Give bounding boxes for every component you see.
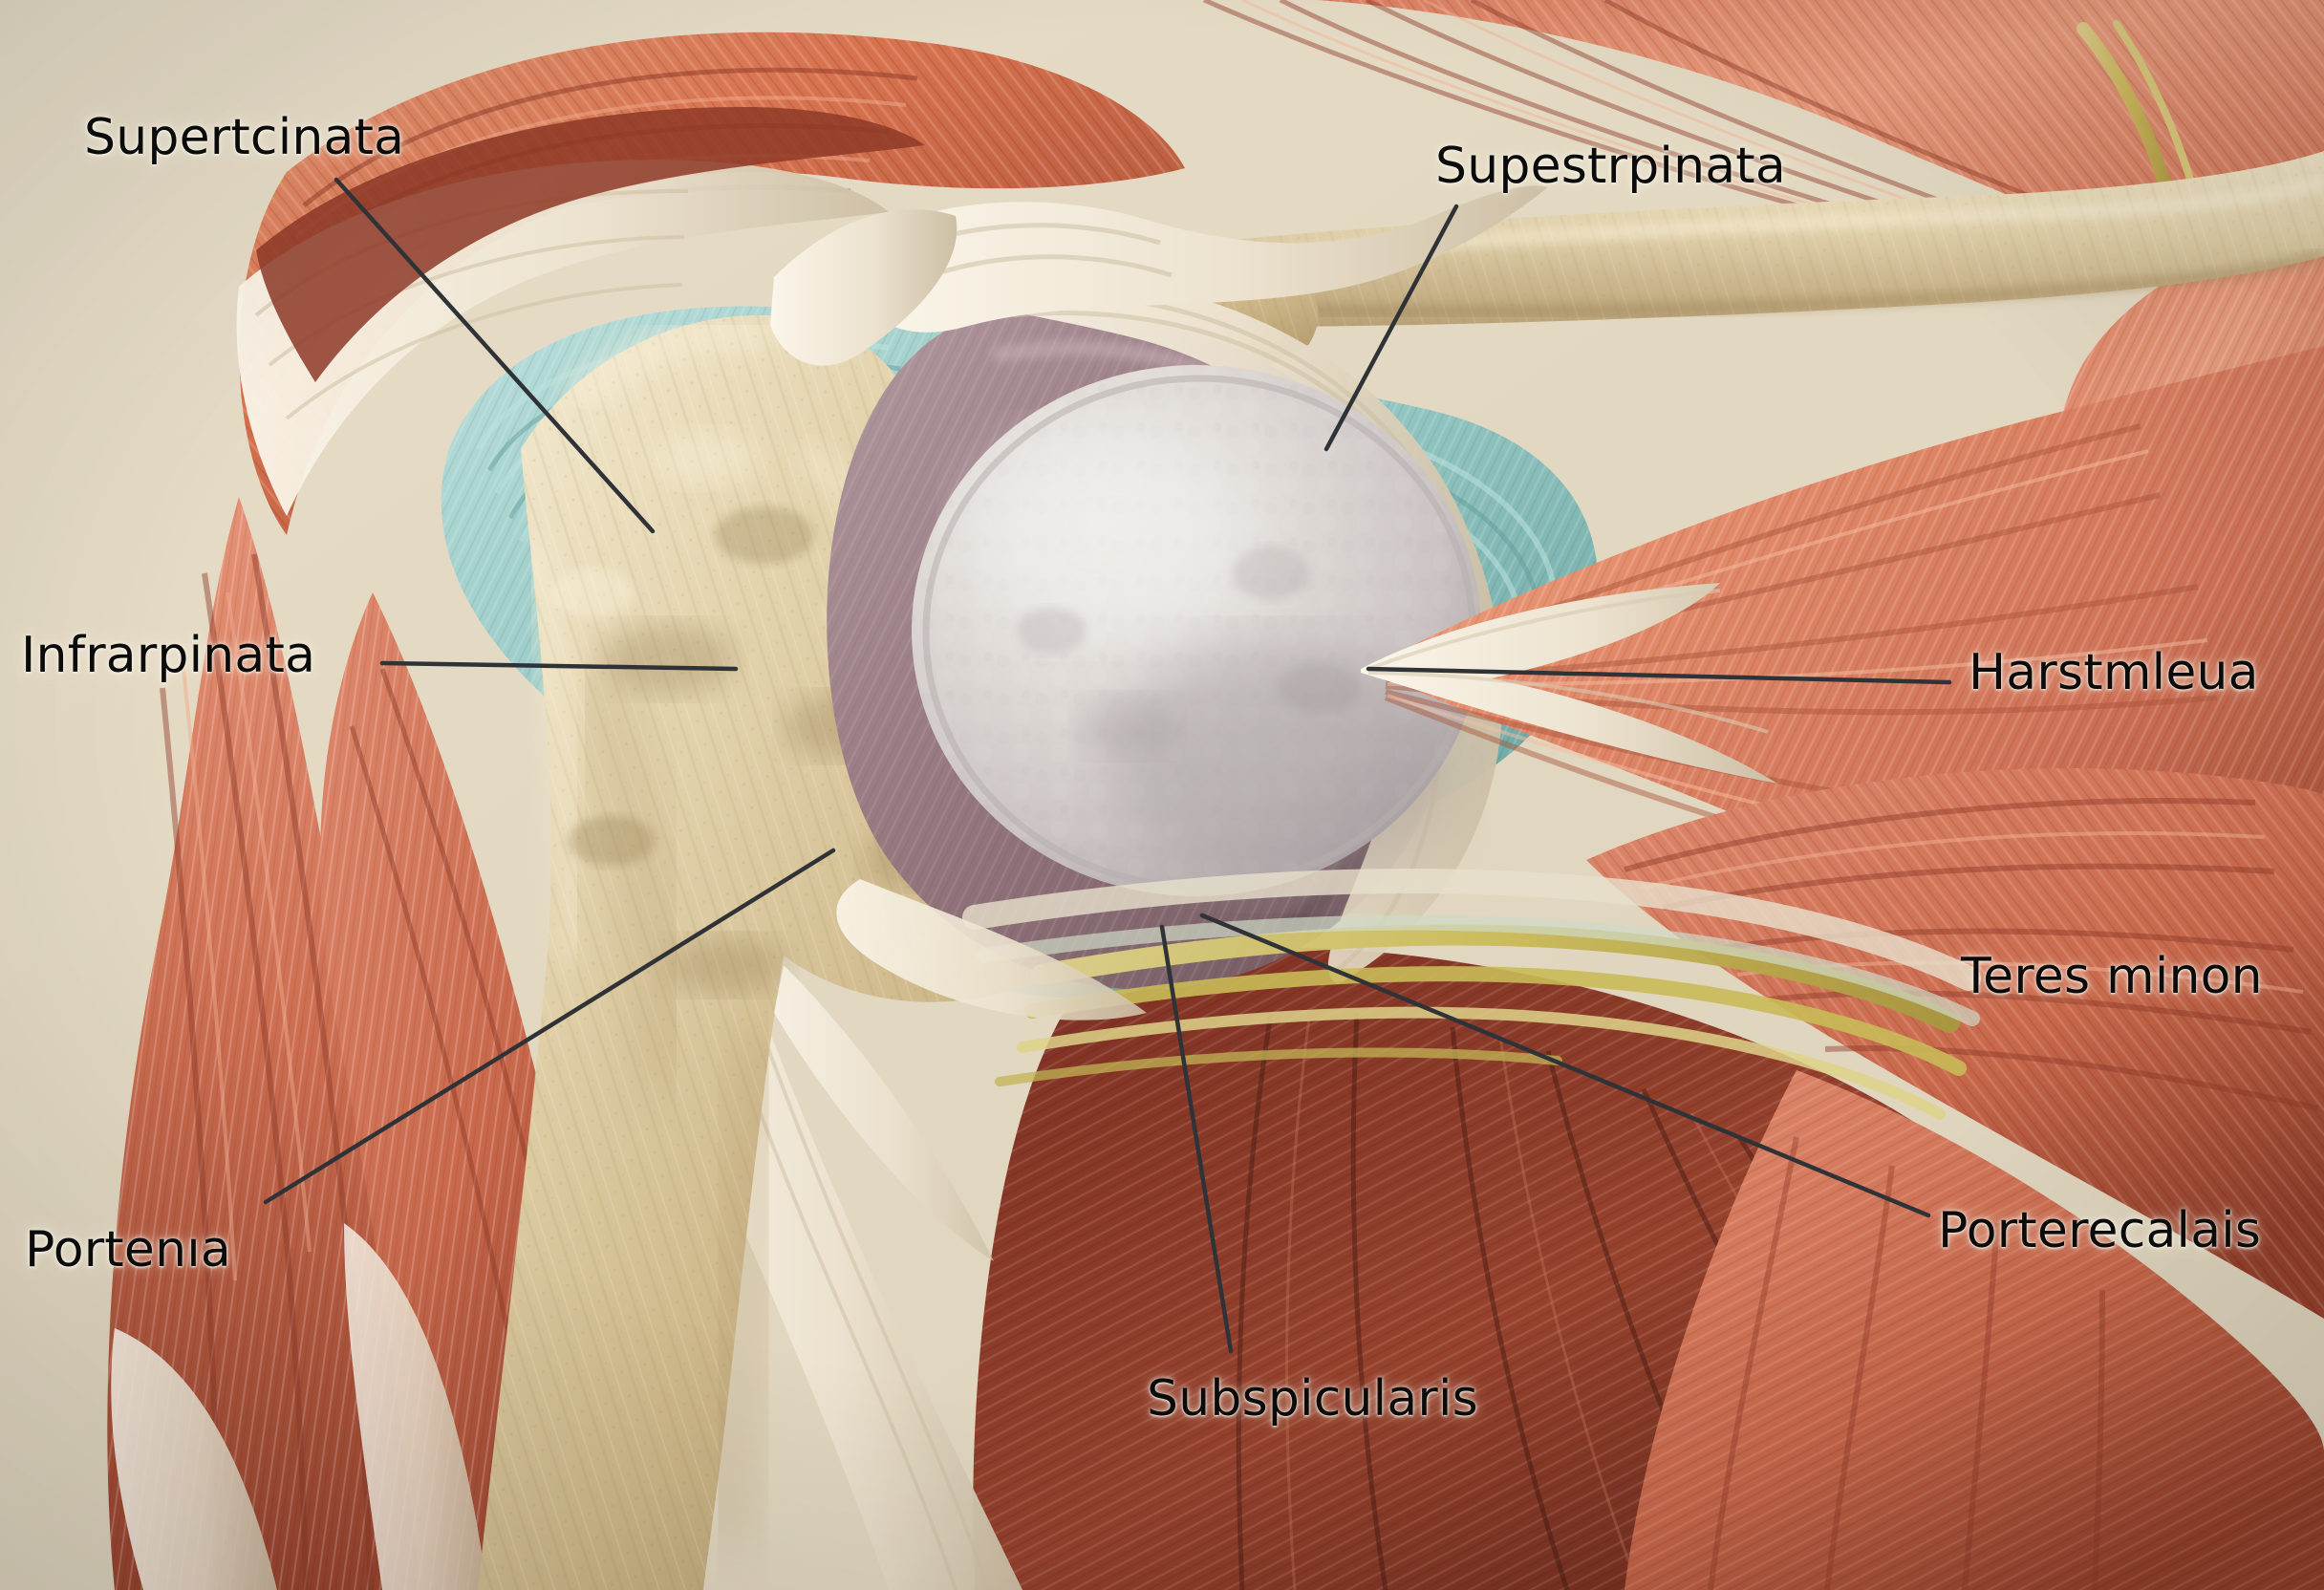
leader-lines bbox=[263, 177, 1952, 1354]
label-supestrpinata: Supestrpinata bbox=[1435, 138, 1786, 195]
label-harstmleua: Harstmleua bbox=[1969, 644, 2259, 701]
label-supertcinata: Supertcinata bbox=[84, 109, 405, 166]
label-teres-minon: Teres minon bbox=[1961, 948, 2263, 1005]
leader-line-supestrpinata bbox=[1323, 204, 1459, 452]
label-infrarpinata: Infrarpinata bbox=[21, 627, 316, 684]
leader-line-infrarpinata bbox=[379, 660, 739, 672]
label-portenia: Portenıa bbox=[25, 1221, 231, 1278]
label-subspicularis: Subspicularis bbox=[1147, 1370, 1478, 1428]
leader-line-porterecalais bbox=[1199, 913, 1931, 1218]
leader-line-portenia bbox=[263, 848, 836, 1205]
leader-line-supertcinata bbox=[334, 177, 656, 534]
label-porterecalais: Porterecalais bbox=[1938, 1202, 2262, 1259]
leader-line-harstmleua bbox=[1366, 666, 1952, 685]
leader-line-subspicularis bbox=[1159, 924, 1234, 1354]
